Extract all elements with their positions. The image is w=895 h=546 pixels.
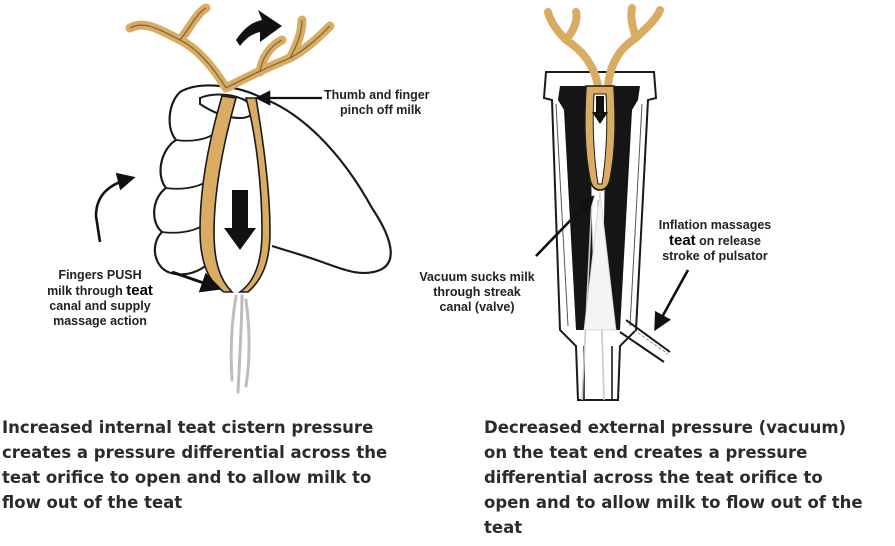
label-vacuum-line3: canal (valve) [402,300,552,315]
label-inflation-line3: stroke of pulsator [640,249,790,264]
caption-left-line1: Increased internal teat cistern pressure [2,415,387,440]
label-thumb-finger-line1: Thumb and finger [324,88,430,103]
label-fingers-push: Fingers PUSH milk through teat canal and… [10,268,190,329]
caption-left-line4: flow out of the teat [2,490,387,515]
caption-left-line2: creates a pressure differential across t… [2,440,387,465]
udder-veins [130,8,330,88]
label-vacuum-line1: Vacuum sucks milk [402,270,552,285]
label-inflation-teat: teat [669,232,696,249]
caption-left-line3: teat orifice to open and to allow milk t… [2,465,387,490]
label-fingers-push-line2a: milk through [47,284,126,298]
machine-milking-illustration [536,8,688,400]
label-fingers-push-teat: teat [126,282,153,299]
label-vacuum: Vacuum sucks milk through streak canal (… [402,270,552,315]
caption-right: Decreased external pressure (vacuum) on … [484,415,863,540]
caption-right-line1: Decreased external pressure (vacuum) [484,415,863,440]
label-thumb-finger: Thumb and finger pinch off milk [324,88,430,118]
label-thumb-finger-line2: pinch off milk [324,103,430,118]
label-fingers-push-line3: canal and supply [10,299,190,314]
label-fingers-push-line1: Fingers PUSH [10,268,190,283]
label-vacuum-line2: through streak [402,285,552,300]
label-fingers-push-line2: milk through teat [10,283,190,299]
label-inflation: Inflation massages teat on release strok… [640,218,790,264]
caption-left: Increased internal teat cistern pressure… [2,415,387,515]
label-inflation-line2b: on release [696,234,761,248]
label-inflation-line2: teat on release [640,233,790,249]
caption-right-line5: teat [484,515,863,540]
hand-milking-illustration [96,8,391,392]
caption-right-line2: on the teat end creates a pressure [484,440,863,465]
label-fingers-push-line4: massage action [10,314,190,329]
caption-right-line3: differential across the teat orifice to [484,465,863,490]
caption-right-line4: open and to allow milk to flow out of th… [484,490,863,515]
label-inflation-line1: Inflation massages [640,218,790,233]
